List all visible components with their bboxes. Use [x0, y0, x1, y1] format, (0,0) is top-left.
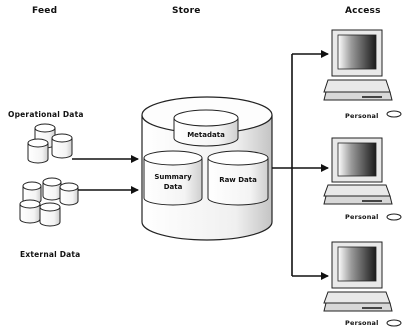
cylinder-icon	[27, 138, 49, 164]
metadata-cylinder-icon: Metadata	[173, 109, 239, 147]
cylinder-icon	[51, 133, 73, 159]
desktop-computer-icon	[323, 29, 393, 101]
access-column-heading: Access	[345, 6, 381, 16]
personal-computer-label-1: Personal	[345, 112, 379, 120]
summary-data-cylinder-icon: Summary Data	[143, 150, 203, 206]
external-data-label: External Data	[20, 250, 81, 259]
metadata-label: Metadata	[187, 131, 225, 139]
cylinder-icon	[39, 202, 61, 227]
operational-data-cylinders-icon	[27, 123, 73, 164]
store-column-heading: Store	[172, 6, 201, 16]
raw-data-label: Raw Data	[219, 176, 257, 184]
distribution-connector	[272, 54, 293, 276]
cylinder-icon	[42, 177, 62, 201]
mouse-icon	[386, 213, 402, 221]
cylinder-icon	[19, 199, 41, 224]
mouse-icon	[386, 110, 402, 118]
desktop-computer-icon	[323, 137, 393, 205]
desktop-computer-icon	[323, 241, 393, 312]
summary-data-label-line2: Data	[164, 183, 183, 191]
external-data-cylinders-icon	[19, 177, 79, 227]
personal-computer-label-3: Personal	[345, 319, 379, 327]
feed-column-heading: Feed	[32, 6, 58, 16]
summary-data-label-line1: Summary	[154, 173, 192, 181]
operational-data-label: Operational Data	[8, 110, 84, 119]
cylinder-icon	[59, 182, 79, 206]
raw-data-cylinder-icon: Raw Data	[207, 150, 269, 206]
mouse-icon	[386, 319, 402, 327]
personal-computer-label-2: Personal	[345, 213, 379, 221]
